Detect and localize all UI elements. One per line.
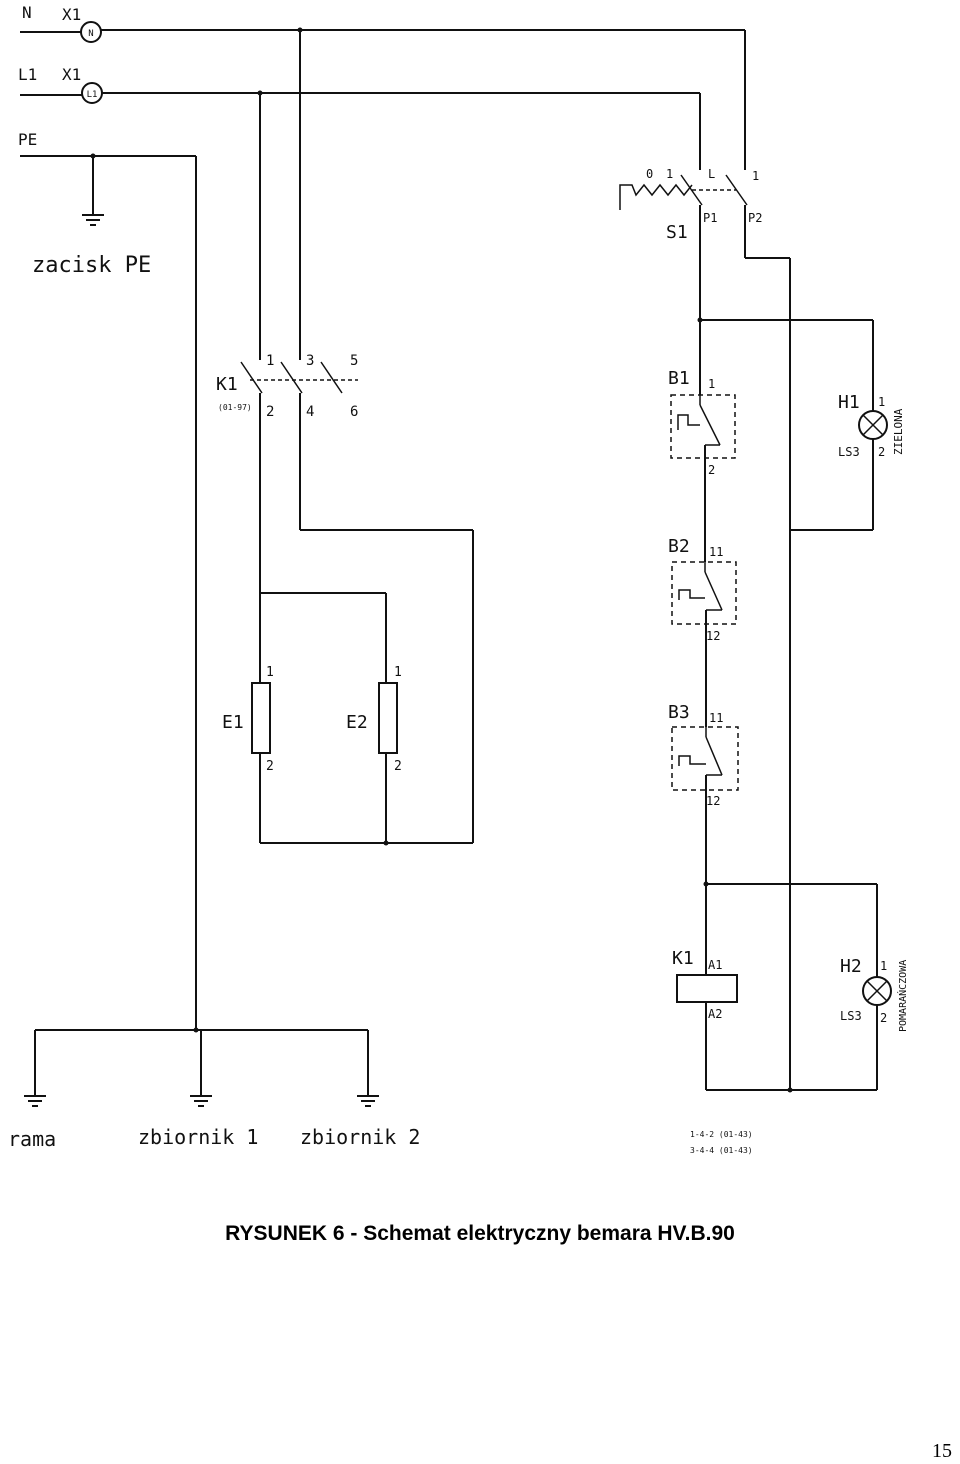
- label-h2: H2: [840, 956, 862, 977]
- b1-term-2: 2: [708, 463, 715, 477]
- h2-color-label: POMARAŃCZOWA: [896, 960, 909, 1032]
- e2-pin-2: 2: [394, 759, 402, 774]
- electrical-schematic: N X1 N L1 X1 L1 PE zacisk PE K1 (01-97): [8, 3, 909, 1155]
- note-line-2: 3-4-4 (01-43): [690, 1146, 753, 1155]
- h2-pin-2: 2: [880, 1011, 887, 1025]
- h1-pin-1: 1: [878, 395, 885, 409]
- h1-color-label: ZIELONA: [892, 408, 905, 455]
- terminal-l1-label: L1: [87, 90, 98, 100]
- thermostat-b1: B1 1 2: [668, 368, 736, 477]
- label-n: N: [22, 3, 32, 22]
- terminal-n: [80, 21, 102, 43]
- label-zbiornik-2: zbiornik 2: [300, 1125, 420, 1149]
- s1-pos-1b: 1: [752, 169, 759, 183]
- page-number: 15: [932, 1440, 952, 1462]
- e1-pin-2: 2: [266, 759, 274, 774]
- label-zbiornik-1: zbiornik 1: [138, 1125, 258, 1149]
- coil-a1: A1: [708, 958, 722, 972]
- thermostat-b2: B2 11 12: [668, 536, 737, 643]
- supply-pe: PE zacisk PE: [18, 130, 197, 1030]
- h1-pin-2: 2: [878, 445, 885, 459]
- label-s1: S1: [666, 222, 688, 243]
- label-k1-coil: K1: [672, 948, 694, 969]
- label-rama: rama: [8, 1127, 56, 1151]
- label-h1: H1: [838, 392, 860, 413]
- label-p2: P2: [748, 211, 762, 225]
- lamp-h1: H1 LS3 1 2 ZIELONA: [838, 392, 905, 459]
- label-x1-n: X1: [62, 5, 81, 24]
- b2-term-11: 11: [709, 545, 723, 559]
- k1-contact-6: 6: [350, 404, 358, 420]
- label-p1: P1: [703, 211, 717, 225]
- label-l1: L1: [18, 65, 37, 84]
- contactor-k1-contacts: K1 (01-97) 1 3 5 2 4 6: [216, 353, 358, 420]
- label-e1: E1: [222, 712, 244, 733]
- label-x1-l1: X1: [62, 65, 81, 84]
- coil-k1: K1 A1 A2: [672, 948, 738, 1021]
- supply-n: N X1 N: [20, 3, 745, 43]
- label-b3: B3: [668, 702, 690, 723]
- label-k1-sub: (01-97): [218, 403, 252, 412]
- thermostat-b3: B3 11 12: [668, 702, 739, 808]
- heater-e1: E1 1 2: [222, 593, 274, 843]
- label-h2-ls3: LS3: [840, 1009, 862, 1023]
- b2-term-12: 12: [706, 629, 720, 643]
- s1-pos-1: 1: [666, 167, 673, 181]
- label-k1: K1: [216, 374, 238, 395]
- heater-e2: E2 1 2: [346, 665, 402, 843]
- h2-pin-1: 1: [880, 959, 887, 973]
- k1-contact-4: 4: [306, 404, 314, 420]
- k1-contact-3: 3: [306, 353, 314, 369]
- k1-contact-1: 1: [266, 353, 274, 369]
- k1-contact-5: 5: [350, 353, 358, 369]
- lamp-h2: H2 LS3 1 2 POMARAŃCZOWA: [840, 956, 909, 1032]
- k1-contact-2: 2: [266, 404, 274, 420]
- label-h1-ls3: LS3: [838, 445, 860, 459]
- label-pe: PE: [18, 130, 37, 149]
- label-zacisk-pe: zacisk PE: [32, 253, 151, 278]
- s1-pos-l: L: [708, 167, 715, 181]
- label-b2: B2: [668, 536, 690, 557]
- b1-term-1: 1: [708, 377, 715, 391]
- pe-bus: rama zbiornik 1 zbiornik 2: [8, 1027, 420, 1151]
- coil-a2: A2: [708, 1007, 722, 1021]
- switch-s1: 0 1 L 1 S1 P1 P2: [619, 167, 762, 243]
- figure-caption: RYSUNEK 6 - Schemat elektryczny bemara H…: [225, 1222, 735, 1245]
- e1-pin-1: 1: [266, 665, 274, 680]
- label-e2: E2: [346, 712, 368, 733]
- supply-l1: L1 X1 L1: [18, 65, 700, 104]
- terminal-n-label: N: [88, 29, 93, 39]
- s1-pos-0: 0: [646, 167, 653, 181]
- b3-term-12: 12: [706, 794, 720, 808]
- note-line-1: 1-4-2 (01-43): [690, 1130, 753, 1139]
- e2-pin-1: 1: [394, 665, 402, 680]
- label-b1: B1: [668, 368, 690, 389]
- b3-term-11: 11: [709, 711, 723, 725]
